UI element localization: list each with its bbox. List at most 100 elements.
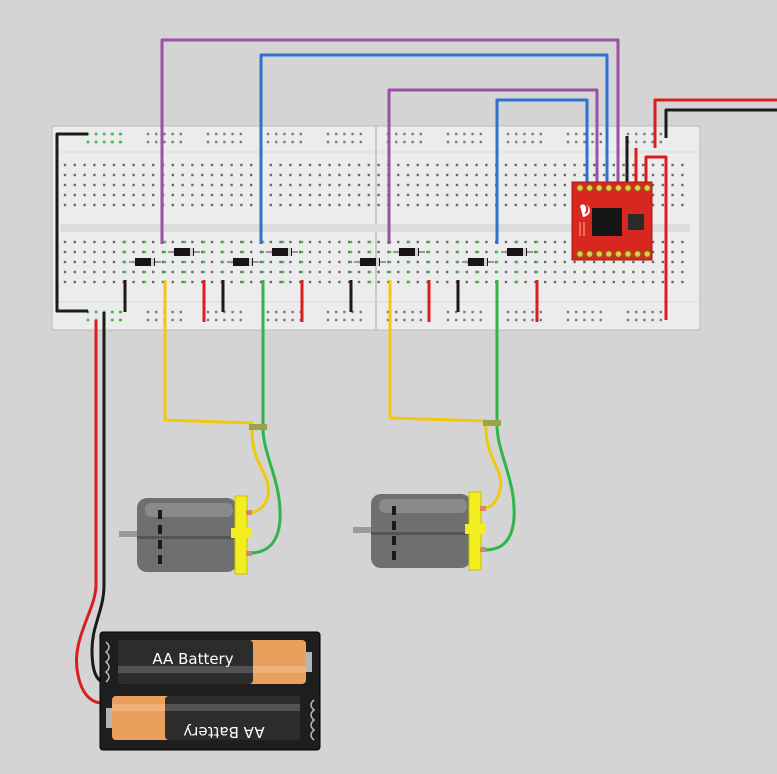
rail-hole (343, 318, 346, 322)
rail-hole (523, 140, 526, 144)
breadboard-hole (171, 203, 174, 207)
rail-hole (463, 140, 466, 144)
breadboard-hole (132, 203, 135, 207)
breadboard-hole (485, 240, 488, 244)
breadboard-hole (63, 280, 67, 284)
breadboard-hole (553, 280, 557, 284)
wire-purple-2 (387, 88, 599, 244)
connected-hole (261, 240, 265, 244)
rail-hole (643, 132, 646, 136)
breadboard-hole (534, 240, 537, 244)
breadboard-hole (191, 240, 194, 244)
breadboard-hole (514, 163, 517, 167)
breadboard-hole (524, 260, 527, 264)
breadboard-hole (416, 280, 419, 284)
breadboard-hole (387, 280, 390, 284)
breadboard-hole (142, 163, 145, 167)
breadboard-hole (220, 183, 223, 187)
rail-hole (291, 132, 294, 136)
breadboard-hole (475, 240, 478, 244)
connected-hole (495, 250, 499, 254)
breadboard-hole (250, 163, 253, 167)
connected-hole (495, 260, 499, 264)
rail-hole (343, 132, 346, 136)
breadboard-hole (602, 280, 606, 284)
breadboard-hole (553, 250, 557, 254)
breadboard-hole (299, 270, 302, 274)
breadboard-hole (308, 183, 312, 187)
breadboard-hole (230, 270, 233, 274)
breadboard-hole (642, 173, 645, 177)
breadboard-hole (446, 250, 449, 254)
rail-hole (146, 140, 150, 144)
breadboard-hole (191, 163, 194, 167)
connected-hole (349, 250, 353, 254)
breadboard-hole (240, 163, 243, 167)
connected-hole (202, 270, 206, 274)
rail-hole (531, 310, 534, 314)
battery-2-terminal (106, 708, 112, 728)
breadboard-hole (436, 203, 439, 207)
breadboard-hole (446, 173, 449, 177)
rail-hole (463, 310, 466, 314)
rail-hole (326, 132, 330, 136)
breadboard-hole (132, 240, 135, 244)
breadboard-hole (83, 193, 86, 197)
breadboard-hole (201, 163, 204, 167)
breadboard-hole (504, 260, 508, 264)
breadboard-hole (152, 173, 155, 177)
rail-hole (643, 140, 646, 144)
breadboard-hole (563, 183, 566, 187)
breadboard-hole (299, 280, 302, 284)
breadboard-hole (544, 250, 547, 254)
rail-hole (179, 318, 182, 322)
connected-hole (221, 250, 225, 254)
breadboard-hole (161, 250, 165, 254)
breadboard-hole (661, 163, 664, 167)
breadboard-hole (181, 260, 184, 264)
breadboard-hole (367, 203, 370, 207)
rail-hole (179, 310, 182, 314)
breadboard-hole (612, 270, 615, 274)
breadboard-hole (63, 250, 67, 254)
breadboard-hole (171, 183, 174, 187)
rail-hole (566, 132, 570, 136)
rail-hole (335, 132, 338, 136)
breadboard-hole (416, 173, 419, 177)
breadboard-hole (681, 203, 684, 207)
diode-body (135, 258, 155, 266)
breadboard-hole (269, 173, 272, 177)
breadboard-hole (338, 193, 341, 197)
breadboard-hole (122, 183, 125, 187)
wire-black-external (664, 108, 777, 138)
breadboard-hole (230, 203, 233, 207)
rail-hole (275, 132, 278, 136)
breadboard-hole (563, 173, 566, 177)
breadboard-hole (83, 240, 86, 244)
connected-hole (368, 250, 372, 254)
driver-pin (633, 250, 642, 258)
connected-hole (349, 260, 353, 264)
breadboard-hole (191, 270, 194, 274)
breadboard-hole (308, 250, 312, 254)
breadboard-hole (514, 173, 517, 177)
breadboard-hole (367, 173, 370, 177)
breadboard-hole (152, 203, 155, 207)
breadboard-hole (661, 280, 664, 284)
breadboard-hole (397, 280, 400, 284)
rail-hole (446, 132, 450, 136)
rail-hole (206, 318, 210, 322)
breadboard-hole (465, 203, 468, 207)
breadboard-hole (328, 250, 331, 254)
diode-band (523, 248, 526, 256)
breadboard-hole (259, 280, 263, 284)
rail-hole (599, 140, 602, 144)
connected-hole (535, 250, 539, 254)
breadboard-hole (465, 270, 468, 274)
diode-body (233, 258, 253, 266)
connected-hole (407, 260, 411, 264)
breadboard-hole (436, 163, 439, 167)
breadboard-hole (308, 260, 312, 264)
breadboard-hole (681, 173, 684, 177)
connected-hole (456, 270, 460, 274)
